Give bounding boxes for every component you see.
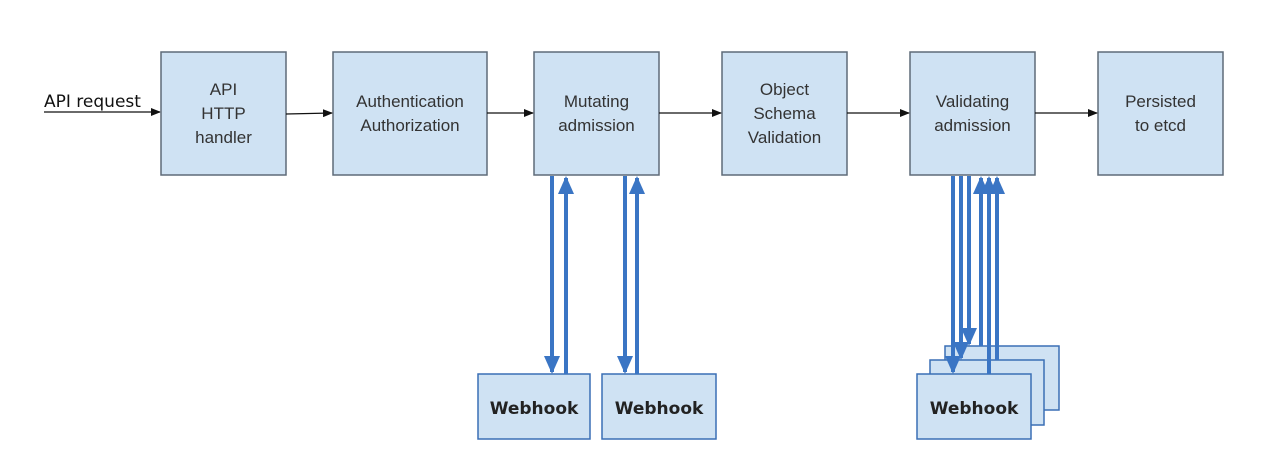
mutating-webhook-1[interactable] [477,373,591,440]
object-schema-validation-box[interactable] [721,51,848,176]
stage-label: Object [760,80,809,99]
api-request-label: API request [44,92,141,112]
validating-webhook-1[interactable] [916,373,1032,440]
webhook-label: Webhook [615,399,704,419]
stage-label: Validation [748,128,821,147]
stage-label: Mutating [564,92,629,111]
stage-label: Authorization [360,116,459,135]
stage-label: handler [195,128,252,147]
stage-label: Schema [753,104,816,123]
webhook-label: Webhook [490,399,579,419]
authentication-authorization-box[interactable] [332,51,488,176]
webhook-label: Webhook [930,399,1019,419]
flow-arrow [285,109,333,118]
mutating-admission-box[interactable] [533,51,660,176]
persisted-to-etcd-box[interactable] [1097,51,1224,176]
stage-label: to etcd [1135,116,1186,135]
api-http-handler-box[interactable] [160,51,287,176]
validating-admission-box[interactable] [909,51,1036,176]
stage-label: Validating [936,92,1009,111]
stage-label: Persisted [1125,92,1196,111]
stage-label: admission [558,116,635,135]
mutating-webhook-2[interactable] [601,373,717,440]
stage-label: Authentication [356,92,464,111]
stage-label: admission [934,116,1011,135]
stage-label: API [210,80,237,99]
stage-label: HTTP [201,104,245,123]
